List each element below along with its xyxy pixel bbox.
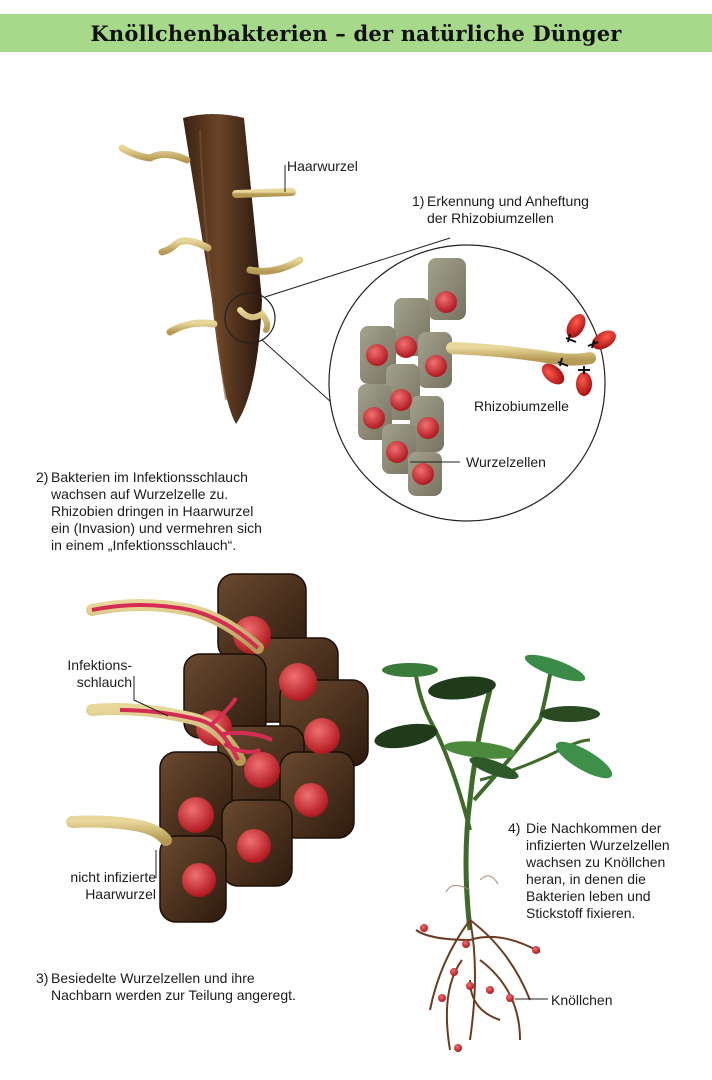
zoom-detail [328,244,616,522]
label-haarwurzel: Haarwurzel [287,158,358,174]
plant [374,654,613,1052]
root-hair [246,256,304,275]
root-hair [232,188,296,198]
rhizobium-bacteria [541,314,616,396]
step-4: 4) Die Nachkommen der infizierten Wurzel… [508,820,670,921]
root-hair [158,237,212,256]
root-hair [118,144,191,164]
page-title: Knöllchenbakterien – der natürliche Düng… [90,20,622,46]
label-infektionsschlauch: Infektions- schlauch [67,657,132,690]
label-knoellchen: Knöllchen [551,992,613,1008]
label-wurzelzellen: Wurzelzellen [466,454,546,470]
label-nicht-infizierte-haarwurzel: nicht infizierte Haarwurzel [70,869,156,902]
title-bar: Knöllchenbakterien – der natürliche Düng… [0,14,712,52]
step-3: 3) Besiedelte Wurzelzellen und ihre Nach… [36,970,296,1003]
zoom-source-circle [224,292,276,344]
infection-cluster [66,573,369,923]
root-hair [237,307,271,333]
step-1: 1) Erkennung und Anheftung der Rhizobium… [412,193,589,226]
label-rhizobiumzelle: Rhizobiumzelle [474,398,569,414]
root-hair [166,319,218,336]
step-2: 2) Bakterien im Infektionsschlauch wachs… [36,469,262,553]
